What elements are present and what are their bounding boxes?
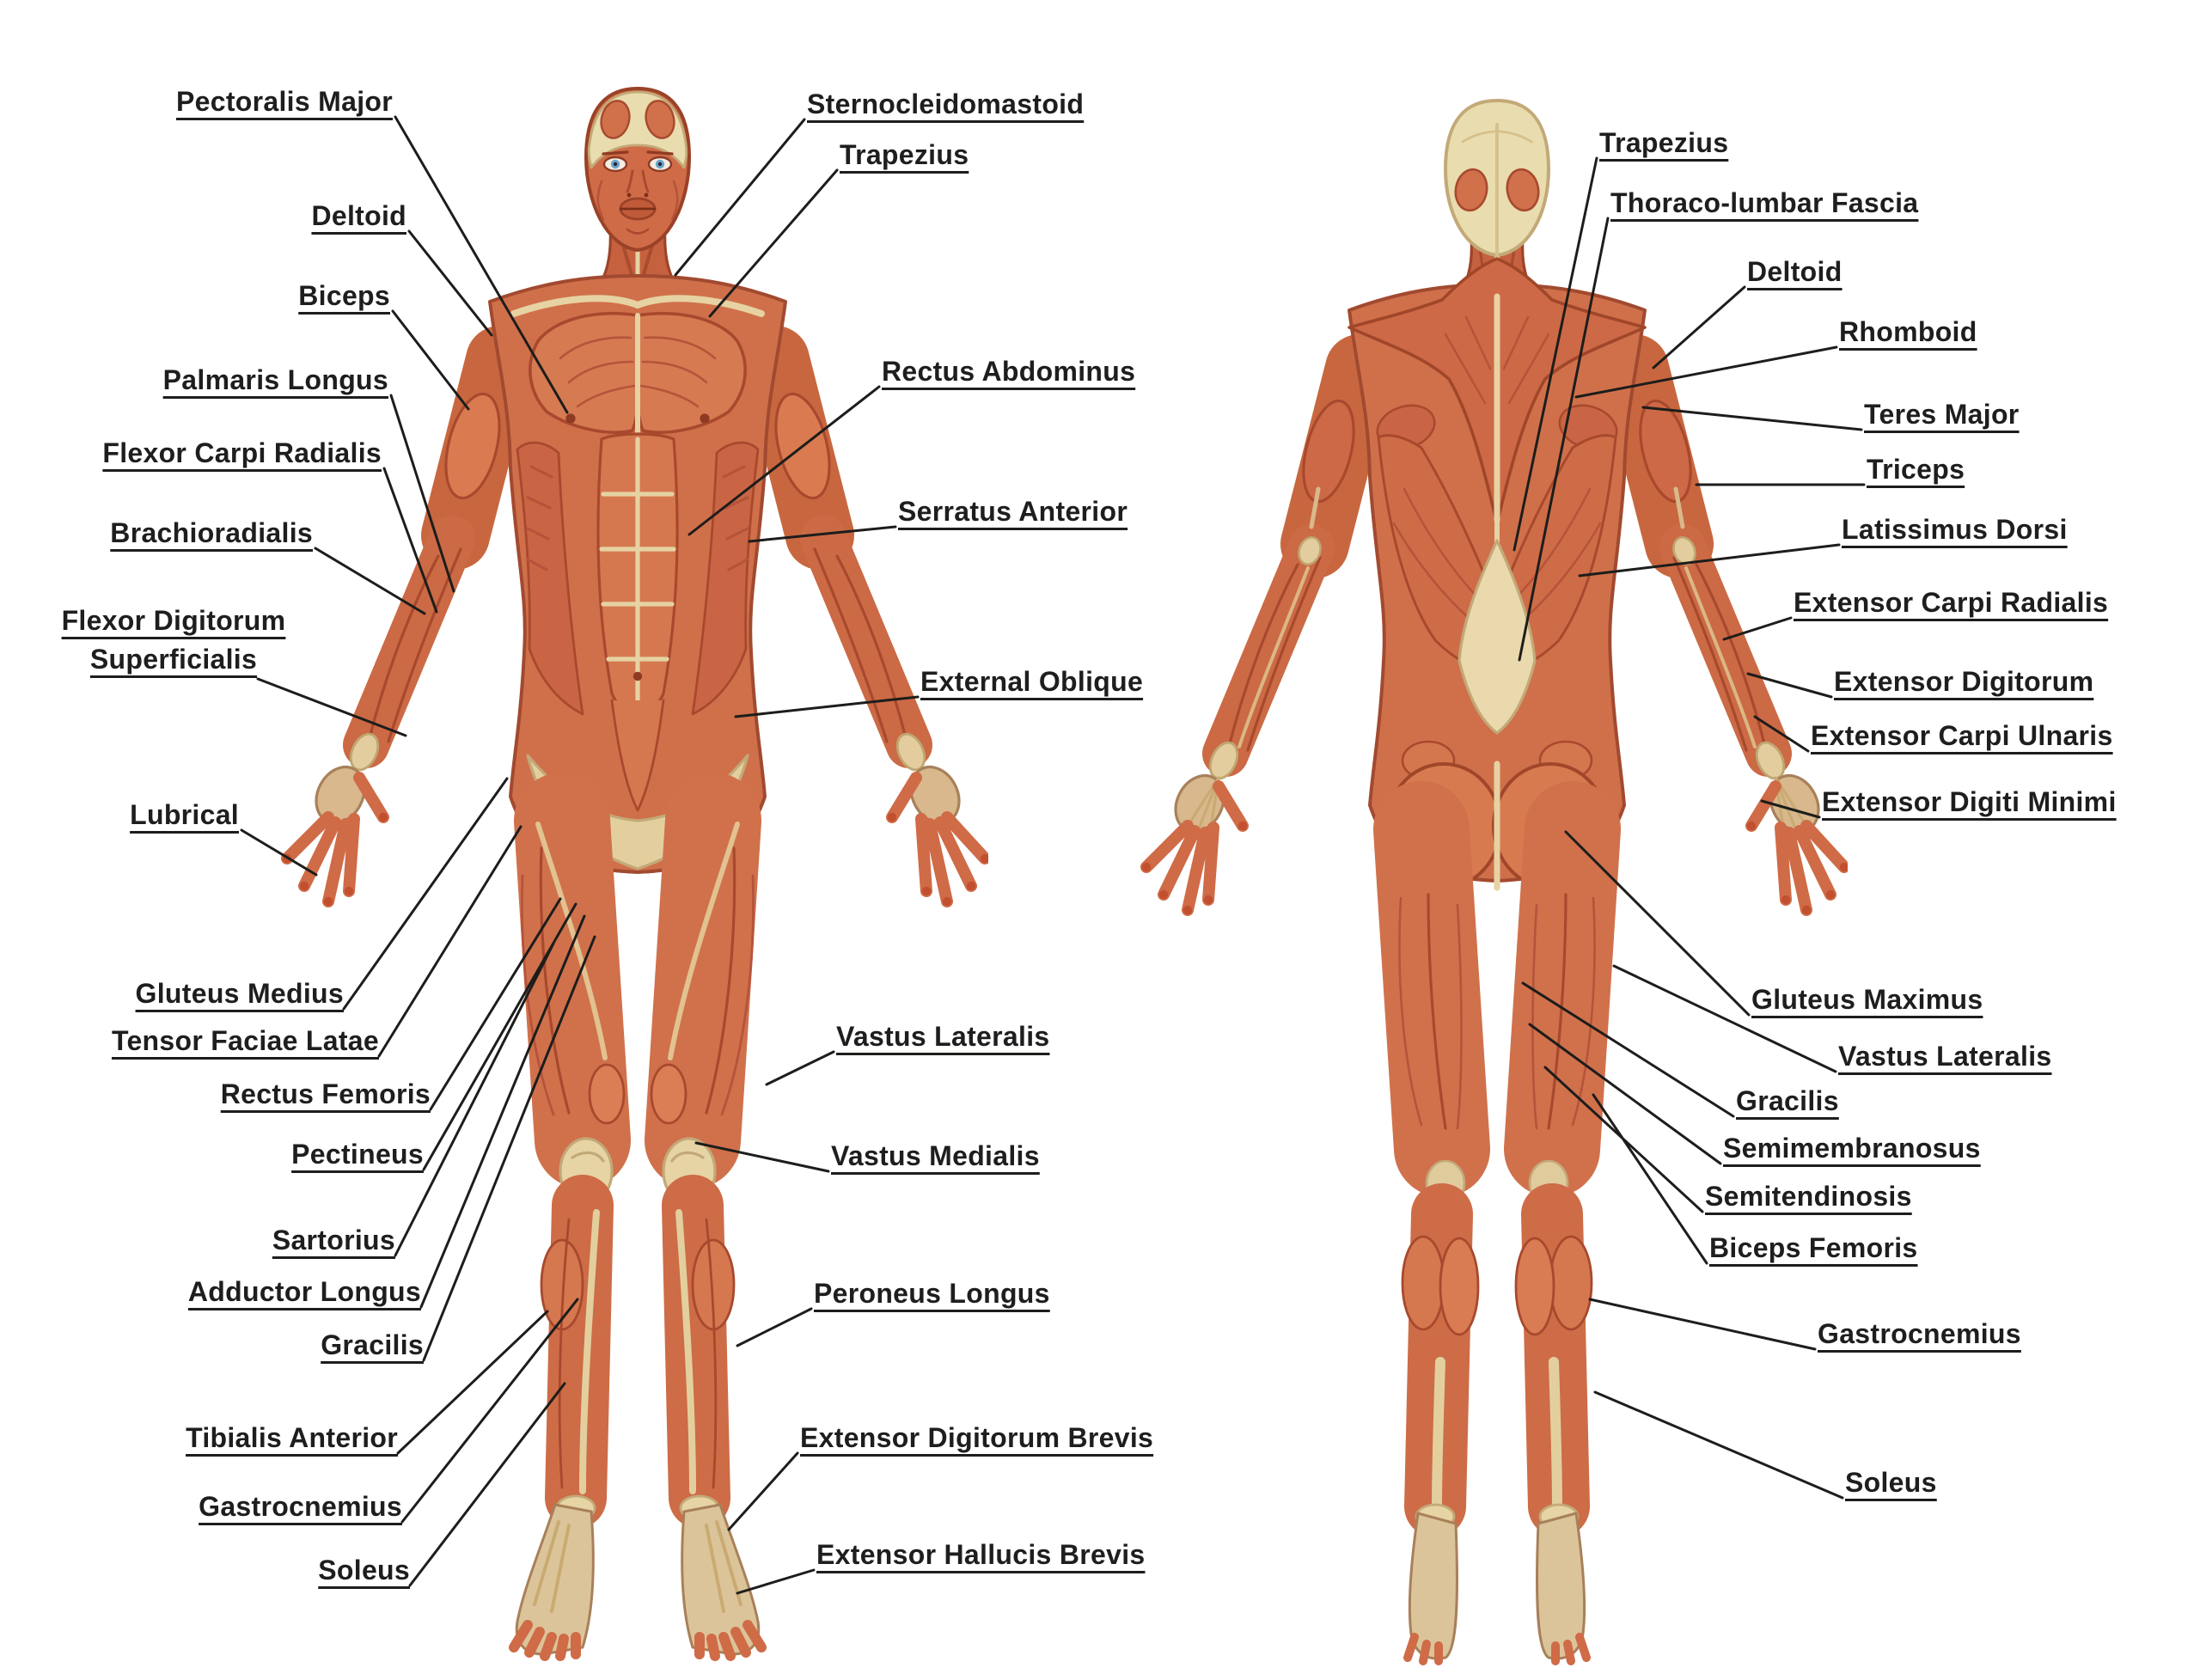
label-deltoid-back: Deltoid bbox=[1747, 256, 1842, 287]
label-sartorius: Sartorius bbox=[272, 1225, 395, 1255]
label-adductor-longus: Adductor Longus bbox=[187, 1276, 421, 1307]
label-trapezius-back: Trapezius bbox=[1599, 127, 1729, 158]
posterior-right-leg bbox=[1504, 781, 1621, 1665]
label-biceps: Biceps bbox=[298, 280, 390, 311]
label-biceps-femoris: Biceps Femoris bbox=[1709, 1232, 1918, 1263]
anterior-right-leg bbox=[645, 773, 767, 1661]
label-extensor-hallucis-brevis: Extensor Hallucis Brevis bbox=[816, 1539, 1146, 1570]
label-pectoralis-major: Pectoralis Major bbox=[175, 86, 393, 117]
label-latissimus-dorsi: Latissimus Dorsi bbox=[1842, 514, 2068, 545]
label-rhomboid: Rhomboid bbox=[1839, 316, 1977, 347]
label-vastus-lateralis-back: Vastus Lateralis bbox=[1838, 1041, 2052, 1072]
label-soleus-front: Soleus bbox=[318, 1555, 410, 1585]
label-rectus-abdominus: Rectus Abdominus bbox=[882, 356, 1136, 387]
anterior-right-arm bbox=[741, 326, 932, 772]
label-sternocleidomastoid: Sternocleidomastoid bbox=[807, 89, 1085, 119]
label-palmaris-longus: Palmaris Longus bbox=[162, 364, 388, 395]
label-flexor-carpi-radialis: Flexor Carpi Radialis bbox=[102, 437, 382, 468]
label-extensor-carpi-radialis: Extensor Carpi Radialis bbox=[1794, 587, 2109, 618]
posterior-left-arm bbox=[1202, 334, 1394, 780]
posterior-head bbox=[1444, 99, 1550, 257]
label-gastrocnemius-back: Gastrocnemius bbox=[1818, 1318, 2021, 1349]
label-extensor-digitorum-brevis: Extensor Digitorum Brevis bbox=[800, 1422, 1154, 1453]
label-semitendinosis: Semitendinosis bbox=[1705, 1181, 1912, 1212]
anterior-right-hand bbox=[886, 765, 988, 907]
posterior-figure bbox=[1140, 99, 1848, 1665]
label-lubrical: Lubrical bbox=[130, 799, 239, 830]
label-pectineus: Pectineus bbox=[291, 1139, 424, 1170]
label-semimembranosus: Semimembranosus bbox=[1723, 1133, 1981, 1164]
posterior-right-arm bbox=[1600, 334, 1792, 780]
label-rectus-femoris: Rectus Femoris bbox=[220, 1078, 431, 1109]
anterior-left-hand bbox=[281, 765, 389, 907]
label-peroneus-longus: Peroneus Longus bbox=[814, 1278, 1050, 1309]
label-deltoid-front: Deltoid bbox=[311, 200, 406, 231]
label-teres-major: Teres Major bbox=[1864, 399, 2020, 430]
label-extensor-digiti-minimi: Extensor Digiti Minimi bbox=[1822, 786, 2117, 817]
label-extensor-carpi-ulnaris: Extensor Carpi Ulnaris bbox=[1811, 720, 2113, 751]
posterior-left-leg bbox=[1373, 781, 1490, 1665]
label-gastrocnemius-front: Gastrocnemius bbox=[199, 1491, 402, 1522]
label-triceps: Triceps bbox=[1867, 454, 1965, 485]
label-thoraco-lumbar-fascia: Thoraco-lumbar Fascia bbox=[1610, 187, 1919, 218]
anterior-left-leg bbox=[509, 773, 631, 1661]
label-gracilis-back: Gracilis bbox=[1736, 1085, 1839, 1116]
label-gluteus-maximus: Gluteus Maximus bbox=[1751, 984, 1983, 1015]
label-gluteus-medius: Gluteus Medius bbox=[135, 978, 344, 1009]
label-extensor-digitorum: Extensor Digitorum bbox=[1834, 666, 2094, 697]
label-gracilis-front: Gracilis bbox=[321, 1329, 424, 1360]
label-trapezius-front: Trapezius bbox=[840, 139, 969, 170]
label-tibialis-anterior: Tibialis Anterior bbox=[186, 1422, 398, 1453]
label-soleus-back: Soleus bbox=[1845, 1467, 1937, 1498]
label-external-oblique: External Oblique bbox=[920, 666, 1144, 697]
anterior-head bbox=[584, 87, 691, 252]
anterior-left-arm bbox=[343, 326, 535, 772]
posterior-left-hand bbox=[1140, 773, 1249, 916]
label-tensor-faciae-latae: Tensor Faciae Latae bbox=[111, 1025, 379, 1056]
label-serratus-anterior: Serratus Anterior bbox=[898, 496, 1128, 527]
label-vastus-lateralis-front: Vastus Lateralis bbox=[836, 1021, 1050, 1052]
label-vastus-medialis: Vastus Medialis bbox=[831, 1140, 1040, 1171]
label-flexor-digitorum-superficialis: Flexor Digitorum Superficialis bbox=[61, 605, 286, 675]
label-brachioradialis: Brachioradialis bbox=[110, 517, 313, 548]
